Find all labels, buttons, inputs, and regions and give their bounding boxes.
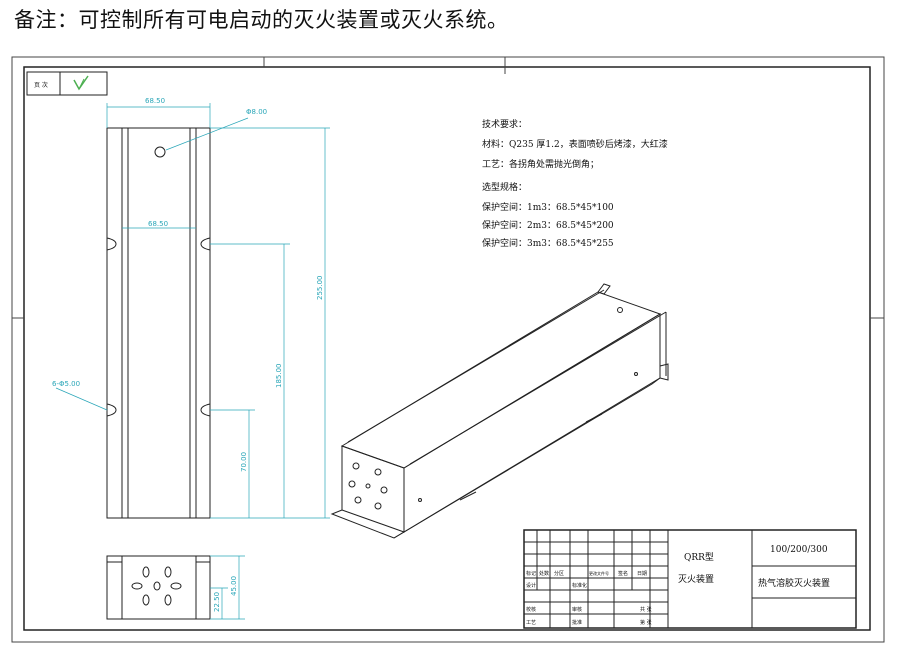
tb-label-count: 处数 [539,570,549,577]
corner-box: 页 次 [26,71,108,96]
front-dims [55,103,330,519]
tb-model: QRR型 [684,552,714,563]
tb-std: 标准化 [572,582,587,589]
end-view [106,555,211,620]
dim-top-width: 68.50 [145,97,165,105]
corner-label: 页 次 [34,81,48,89]
tb-label-mark: 标记 [526,570,536,577]
tb-design: 设计 [526,582,536,589]
spec-2: 保护空间：2m3：68.5*45*200 [482,219,614,231]
tb-sheet-total: 共 张 [640,606,652,613]
spec-title: 选型规格： [482,181,527,193]
tb-label-zone: 分区 [554,570,564,577]
inner-frame [23,66,871,631]
tb-check: 校核 [526,606,536,613]
tb-full-name: 热气溶胶灭火装置 [758,577,830,589]
dim-hole: Φ8.00 [246,108,267,116]
spec-1: 保护空间：1m3：68.5*45*100 [482,201,614,213]
tb-sheet-no: 第 张 [640,619,652,626]
outer-frame [11,56,885,643]
dim-mid-length: 185.00 [275,364,283,389]
tb-sizes: 100/200/300 [770,545,828,555]
dim-inner-width: 68.50 [148,220,168,228]
tech-title: 技术要求： [482,118,527,130]
dim-bottom-length: 70.00 [240,452,248,472]
tech-material: 材料：Q235 厚1.2，表面喷砂后烤漆，大红漆 [482,138,668,150]
mount-hole [154,146,166,158]
dim-total-length: 255.00 [316,276,324,301]
header-note: 备注：可控制所有可电启动的灭火装置或灭火系统。 [14,8,509,32]
dim-end-half: 22.50 [213,592,221,612]
dim-slot: 6-Φ5.00 [52,380,80,388]
tb-label-sign: 签名 [618,570,628,577]
tb-approve2: 批准 [572,619,582,626]
checkmark-icon [73,75,89,91]
spec-3: 保护空间：3m3：68.5*45*255 [482,237,614,249]
front-view [106,127,211,519]
dim-end-height: 45.00 [230,576,238,596]
tech-requirements: 技术要求： 材料：Q235 厚1.2，表面喷砂后烤漆，大红漆 工艺：各拐角处需抛… [482,118,668,249]
title-block-text: 标记 处数 分区 更改文件号 签名 日期 设计 标准化 校核 工艺 审核 批准 … [526,570,652,626]
tb-label-change: 更改文件号 [589,570,609,576]
tb-process: 工艺 [526,620,536,626]
tech-process: 工艺：各拐角处需抛光倒角； [482,158,599,170]
isometric-view [330,283,669,539]
tb-label-date: 日期 [637,571,647,577]
tb-approve: 审核 [572,606,582,613]
tb-name: 灭火装置 [678,573,714,585]
title-block [523,529,857,629]
